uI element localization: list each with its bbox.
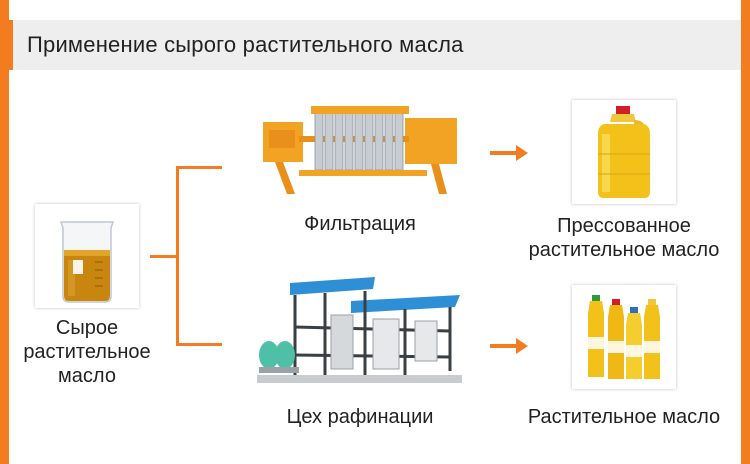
oil-jug-icon (598, 106, 650, 198)
left-frame-border (0, 0, 9, 464)
pressed-oil-image (572, 100, 676, 204)
vegetable-oil-image (572, 285, 676, 389)
connector-top-branch (176, 166, 222, 169)
pressed-oil-label-line2: растительное масло (528, 239, 720, 261)
beaker-icon (59, 221, 115, 303)
arrow-bottom (490, 336, 530, 356)
filter-press-image (255, 100, 465, 200)
filter-press-icon (263, 106, 457, 194)
arrow-right-icon (490, 145, 528, 161)
crude-oil-label-line1: Сырое (55, 317, 119, 339)
arrow-right-icon (490, 338, 528, 354)
connector-vertical (176, 166, 179, 346)
right-frame-border (741, 0, 750, 464)
oil-bottles-icon (588, 295, 660, 379)
page-title: Применение сырого растительного масла (27, 32, 464, 57)
pressed-oil-label-line1: Прессованное (557, 215, 691, 237)
vegetable-oil-label: Растительное масло (527, 406, 721, 428)
connector-stub (150, 255, 178, 258)
filtration-label: Фильтрация (304, 213, 416, 235)
crude-oil-label: Сырое растительное масло (12, 316, 162, 388)
crude-oil-label-line2: растительное (23, 341, 151, 363)
refinery-plant-icon (257, 277, 462, 383)
crude-oil-label-line3: масло (58, 365, 116, 387)
arrow-top (490, 143, 530, 163)
refinery-label: Цех рафинации (286, 406, 434, 428)
connector-bottom-branch (176, 343, 222, 346)
title-bar: Применение сырого растительного масла (9, 20, 741, 70)
crude-oil-image (35, 204, 139, 308)
refinery-image (255, 275, 465, 387)
top-spacer (9, 0, 741, 20)
pressed-oil-label: Прессованное растительное масло (510, 214, 738, 262)
